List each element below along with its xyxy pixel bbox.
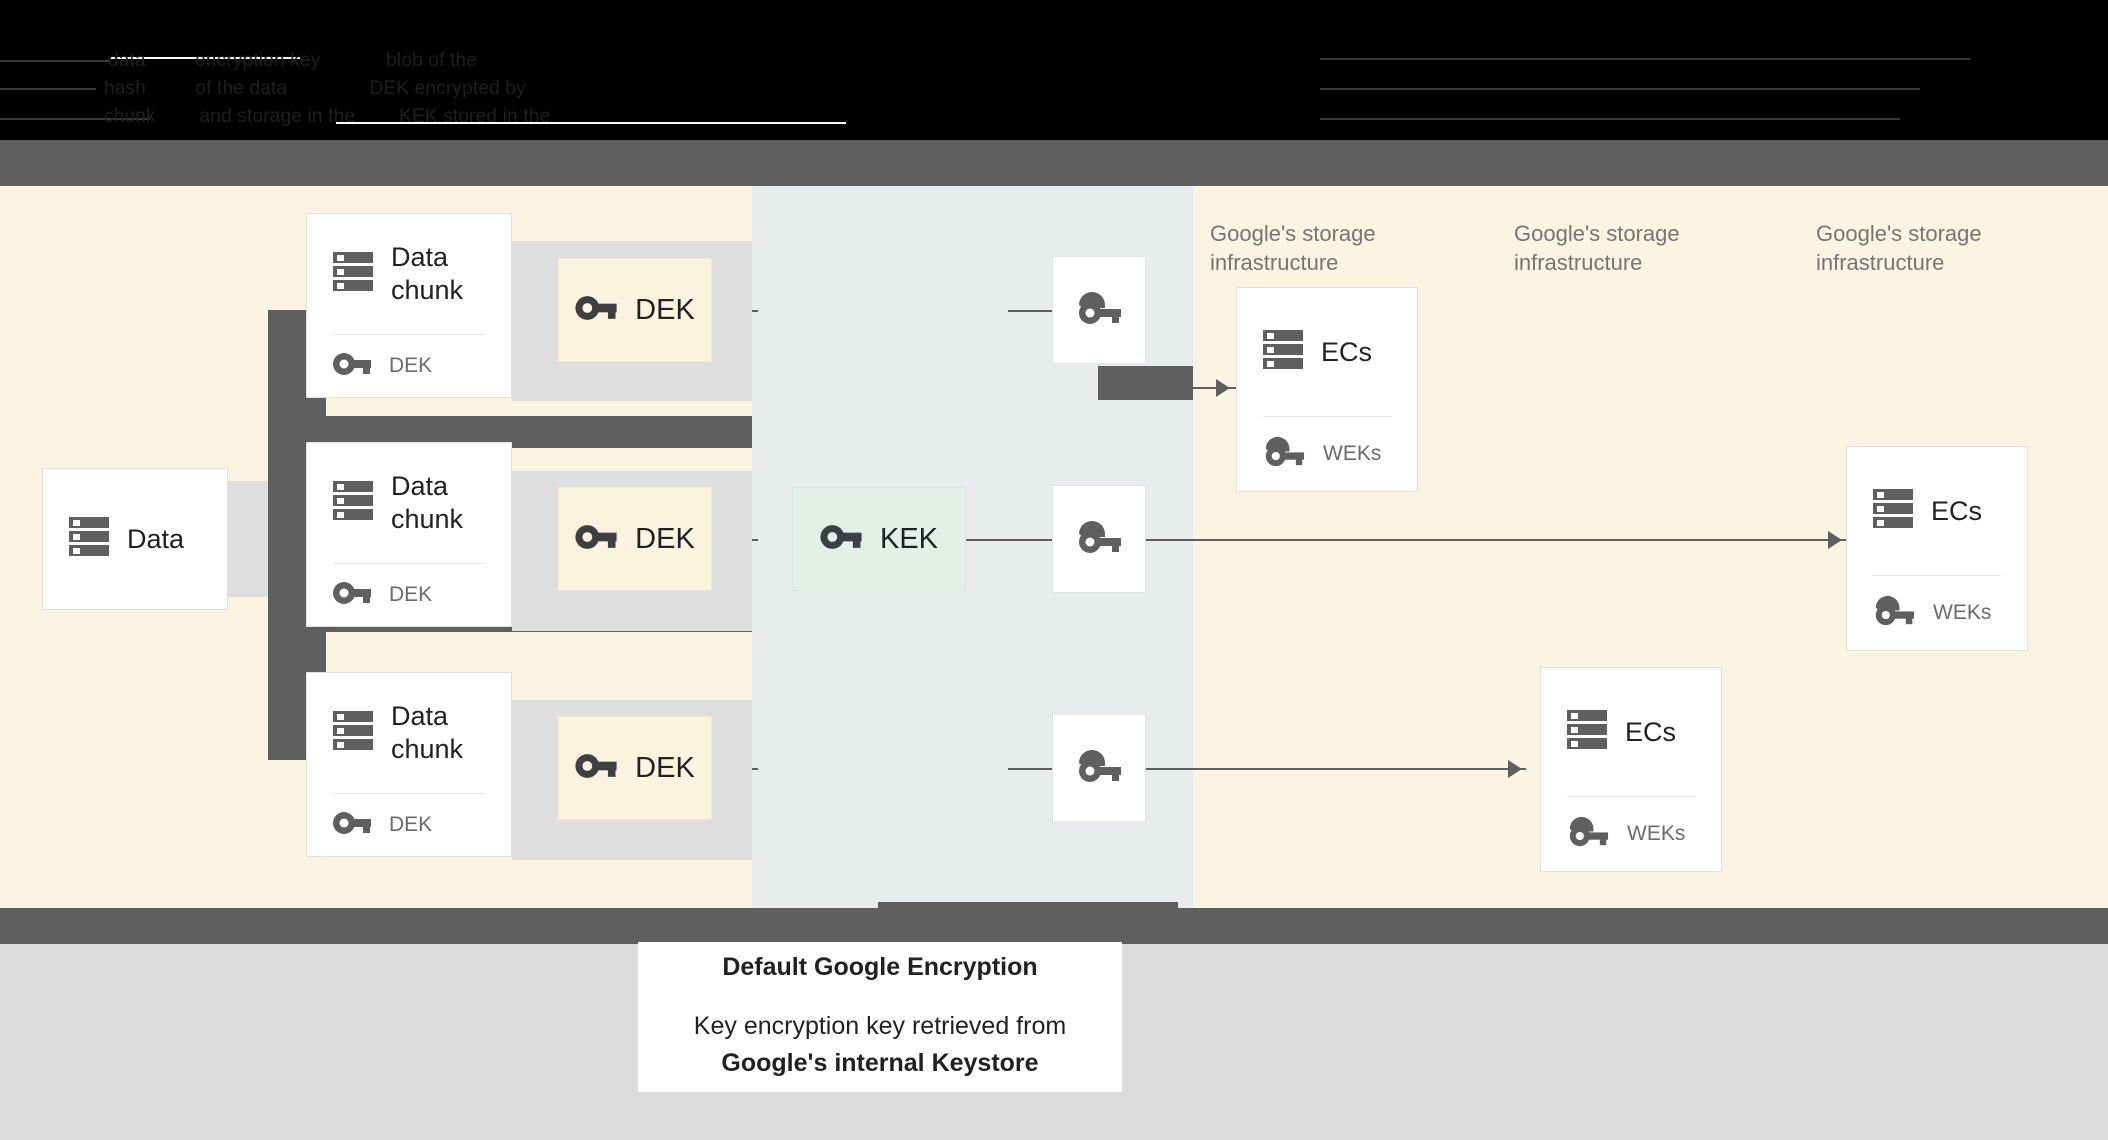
ecs3-label: ECs	[1625, 716, 1677, 747]
key-icon	[575, 753, 617, 784]
wrapped-key-icon	[1263, 436, 1305, 472]
wrapped-key-icon	[1076, 749, 1122, 788]
caption-body: Key encryption key retrieved from Google…	[694, 1008, 1066, 1081]
wrapped-key-icon	[1567, 816, 1609, 852]
chip-dek-3-label: DEK	[635, 751, 695, 784]
connector-wek2-storage	[1146, 539, 1846, 541]
storage-label-3: Google's storage infrastructure	[1816, 221, 1982, 275]
card-data-label: Data	[127, 523, 185, 554]
arrowhead-storage-1	[1216, 379, 1230, 397]
connector-kek-wek2	[966, 539, 1052, 541]
chunk3-main-row: Data chunk	[307, 673, 511, 793]
ecs1-key-label: WEKs	[1323, 442, 1382, 465]
wrapped-key-icon	[1076, 291, 1122, 330]
chip-kek-label: KEK	[879, 522, 939, 555]
caption-title: Default Google Encryption	[722, 953, 1038, 982]
ecs3-key-label: WEKs	[1627, 822, 1686, 845]
frame-band-top	[0, 140, 2108, 186]
card-ecs-3[interactable]: ECs WEKs	[1540, 667, 1722, 872]
wrapped-key-box-3[interactable]	[1052, 714, 1146, 822]
chunk3-label: Data chunk	[391, 701, 464, 764]
wrapped-key-icon	[1873, 595, 1915, 631]
card-data-chunk-1[interactable]: Data chunk DEK	[306, 213, 512, 398]
chunk1-divider	[333, 334, 485, 335]
diagram-canvas: Data Data chunk	[0, 186, 2108, 908]
card-data-chunk-2[interactable]: Data chunk DEK	[306, 442, 512, 627]
ecs3-main-row: ECs	[1541, 668, 1721, 796]
card-data-chunk-3[interactable]: Data chunk DEK	[306, 672, 512, 857]
server-icon	[1567, 708, 1607, 757]
server-icon	[1263, 328, 1303, 377]
card-ecs-2[interactable]: ECs WEKs	[1846, 446, 2028, 651]
frame-band-bottom	[0, 908, 2108, 944]
ecs3-key-row: WEKs	[1541, 797, 1721, 871]
ecs1-key-row: WEKs	[1237, 417, 1417, 491]
server-icon	[333, 709, 373, 758]
chunk1-main-row: Data chunk	[307, 214, 511, 334]
banner-row-1: data encryption key blob of the	[108, 50, 478, 71]
chip-dek-3[interactable]: DEK	[558, 716, 712, 820]
server-icon	[69, 515, 109, 564]
server-icon	[333, 250, 373, 299]
ecs2-main-row: ECs	[1847, 447, 2027, 575]
caption-line-2: Google's internal Keystore	[721, 1048, 1039, 1077]
chunk3-key-row: DEK	[307, 794, 511, 856]
card-ecs-1[interactable]: ECs WEKs	[1236, 287, 1418, 492]
chunk1-label: Data chunk	[391, 242, 464, 305]
wrapped-key-box-1[interactable]	[1052, 256, 1146, 364]
connector-wek1-in	[1008, 310, 1052, 312]
connector-wek3-storage	[1146, 768, 1526, 770]
chunk3-key-label: DEK	[389, 813, 433, 836]
ecs3-divider	[1567, 796, 1695, 797]
server-icon	[1873, 487, 1913, 536]
key-icon	[575, 524, 617, 555]
banner-row-2: hash of the data DEK encrypted by	[104, 78, 526, 99]
connector-wek1-storage	[1146, 387, 1238, 389]
ecs2-divider	[1873, 575, 2001, 576]
wrapped-key-icon	[1076, 520, 1122, 559]
chunk2-key-label: DEK	[389, 583, 433, 606]
chunk2-divider	[333, 563, 485, 564]
key-icon	[333, 352, 371, 381]
chip-kek[interactable]: KEK	[792, 487, 966, 591]
storage-label-1: Google's storage infrastructure	[1210, 221, 1376, 275]
occluder-bar-4	[878, 902, 1178, 908]
caption-line-1: Key encryption key retrieved from	[693, 1012, 1067, 1041]
card-data[interactable]: Data	[42, 468, 228, 610]
key-icon	[820, 524, 862, 555]
ecs2-label: ECs	[1931, 495, 1983, 526]
chunk3-divider	[333, 793, 485, 794]
banner-row-3: chunk and storage in the KEK stored in t…	[104, 106, 551, 127]
chip-dek-2-label: DEK	[635, 522, 695, 555]
arrowhead-storage-3	[1508, 760, 1522, 778]
chunk1-key-label: DEK	[389, 354, 433, 377]
arrowhead-storage-2	[1828, 531, 1842, 549]
chunk1-key-row: DEK	[307, 335, 511, 397]
connector-wek3-in	[1008, 768, 1052, 770]
key-icon	[333, 811, 371, 840]
ecs1-label: ECs	[1321, 336, 1373, 367]
chip-dek-1[interactable]: DEK	[558, 258, 712, 362]
card-data-row: Data	[43, 469, 227, 609]
chunk2-main-row: Data chunk	[307, 443, 511, 563]
storage-label-2: Google's storage infrastructure	[1514, 221, 1680, 275]
wrapped-key-box-2[interactable]	[1052, 485, 1146, 593]
ecs1-main-row: ECs	[1237, 288, 1417, 416]
key-icon	[575, 295, 617, 326]
ecs1-divider	[1263, 416, 1391, 417]
chunk2-key-row: DEK	[307, 564, 511, 626]
caption-card: Default Google Encryption Key encryption…	[638, 942, 1122, 1092]
ecs2-key-label: WEKs	[1933, 601, 1992, 624]
key-icon	[333, 581, 371, 610]
chunk2-label: Data chunk	[391, 471, 464, 534]
server-icon	[333, 479, 373, 528]
occluder-bar-3	[1098, 366, 1193, 400]
chip-dek-1-label: DEK	[635, 293, 695, 326]
ecs2-key-row: WEKs	[1847, 576, 2027, 650]
chip-dek-2[interactable]: DEK	[558, 487, 712, 591]
